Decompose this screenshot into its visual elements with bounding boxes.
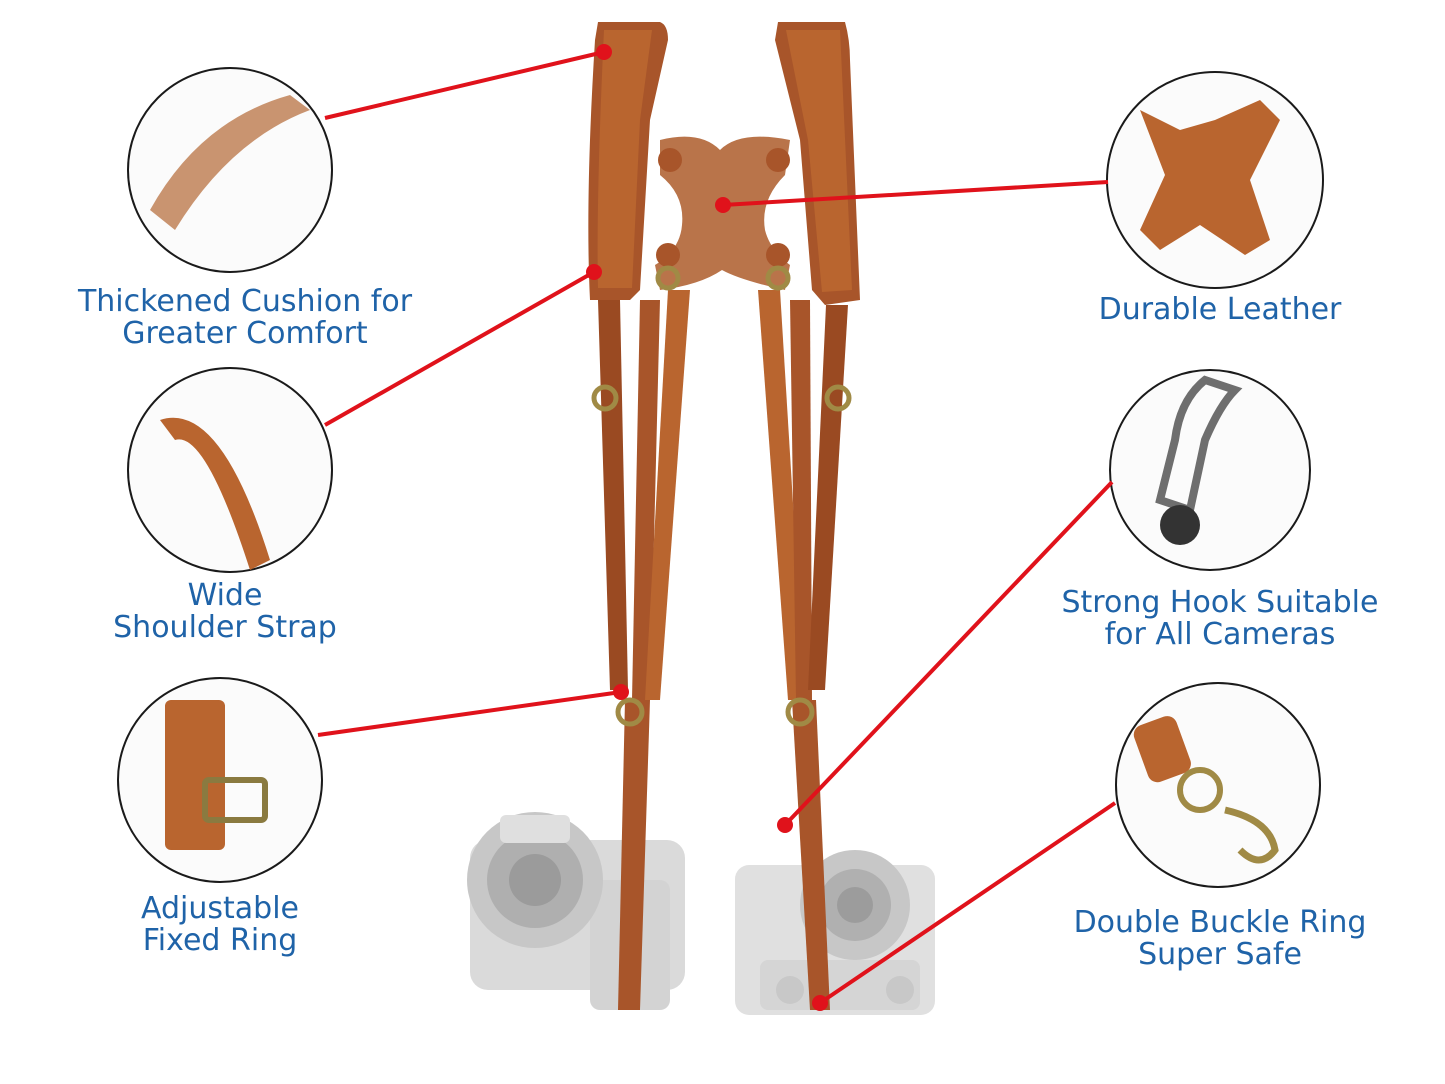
double-ring-strap <box>1133 716 1191 783</box>
label-line: Greater Comfort <box>122 316 368 351</box>
brass-rings <box>591 265 852 727</box>
label-line: Double Buckle Ring <box>1073 905 1367 940</box>
left-shoulder-strap <box>588 22 668 300</box>
buckle-strap-detail <box>165 700 225 850</box>
label-line: Wide <box>187 578 263 613</box>
right-vertical-strap <box>758 290 848 1010</box>
left-vertical-strap <box>598 290 690 1010</box>
label-thickened-cushion: Thickened Cushion for Greater Comfort <box>60 286 430 350</box>
label-double-buckle-ring: Double Buckle Ring Super Safe <box>1060 907 1380 971</box>
back-plate <box>655 136 790 290</box>
right-camera <box>735 850 935 1015</box>
cushion-detail <box>150 95 310 230</box>
label-strong-hook: Strong Hook Suitable for All Cameras <box>1045 587 1395 651</box>
right-shoulder-strap <box>775 22 860 305</box>
label-adjustable-fixed-ring: Adjustable Fixed Ring <box>90 893 350 957</box>
double-ring-icon <box>1177 767 1223 813</box>
clasp-icon <box>1224 806 1279 864</box>
label-line: for All Cameras <box>1104 617 1336 652</box>
label-line: Super Safe <box>1138 937 1302 972</box>
label-line: Shoulder Strap <box>113 610 337 645</box>
screw-plate-icon <box>1160 505 1200 545</box>
leather-x-detail <box>1140 100 1280 255</box>
label-line: Fixed Ring <box>142 923 298 958</box>
label-line: Durable Leather <box>1098 292 1342 327</box>
label-line: Thickened Cushion for <box>77 284 413 319</box>
label-wide-shoulder-strap: Wide Shoulder Strap <box>80 580 370 644</box>
pointer-dots <box>586 44 828 1011</box>
label-line: Strong Hook Suitable <box>1061 585 1379 620</box>
buckle-icon <box>202 777 268 823</box>
pointer-lines <box>317 50 1117 1005</box>
label-durable-leather: Durable Leather <box>1080 294 1360 326</box>
label-line: Adjustable <box>141 891 299 926</box>
hook-icon <box>1155 375 1243 516</box>
left-camera <box>467 812 685 1010</box>
strap-detail <box>160 417 270 570</box>
